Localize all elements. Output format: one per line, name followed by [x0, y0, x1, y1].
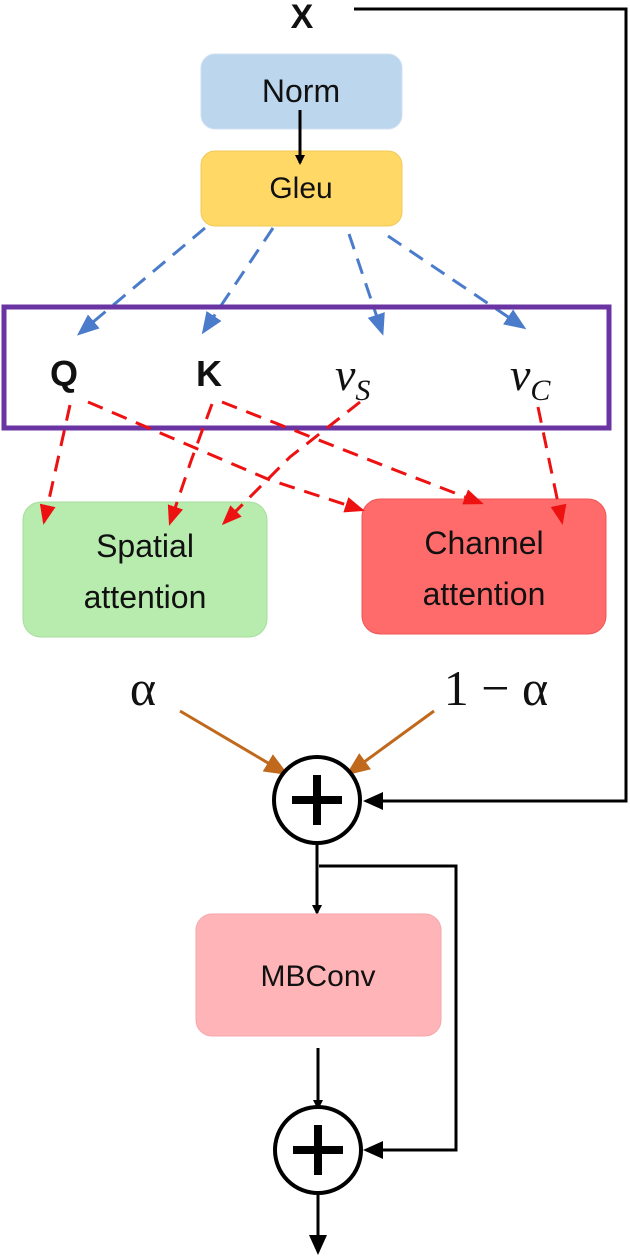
- arrow-vs-to-spatial: [221, 400, 361, 526]
- gelu-label: Gleu: [269, 172, 332, 205]
- q-label: Q: [50, 353, 78, 394]
- vs-base: v: [335, 349, 356, 400]
- arrow-alpha-to-sum: [179, 709, 289, 776]
- red-dashed-arrows: [39, 400, 567, 526]
- spatial-attention-label-1: Spatial: [96, 528, 194, 564]
- norm-label: Norm: [262, 73, 340, 109]
- mbconv-box: [195, 913, 442, 1037]
- mbconv-label: MBConv: [260, 960, 375, 993]
- arrow-gelu-to-k: [201, 227, 275, 335]
- sum-node-1: [272, 755, 362, 845]
- residual-skip-line-2: [319, 864, 458, 1159]
- vc-label: vC: [510, 349, 551, 407]
- spatial-attention-box: [22, 501, 268, 638]
- blue-dashed-arrows: [76, 226, 527, 336]
- k-label: K: [196, 353, 222, 394]
- channel-attention-box: [361, 498, 607, 635]
- sum-node-2: [273, 1105, 363, 1195]
- qkv-box: [1, 304, 612, 431]
- vc-base: v: [510, 349, 531, 400]
- vc-subscript: C: [530, 374, 551, 407]
- channel-attention-label-2: attention: [423, 576, 546, 612]
- arrow-one-minus-alpha-to-sum: [345, 709, 435, 776]
- residual-skip-line-1: [354, 7, 628, 810]
- vs-label: vS: [335, 349, 370, 407]
- arrow-k-to-spatial: [167, 403, 214, 526]
- arrow-q-to-channel: [87, 400, 365, 513]
- arrow-gelu-to-q: [76, 226, 206, 336]
- channel-attention-label-1: Channel: [424, 525, 543, 561]
- spatial-attention-label-2: attention: [84, 579, 207, 615]
- input-label-x: X: [291, 0, 314, 36]
- arrow-k-to-channel: [221, 400, 484, 505]
- arrow-vc-to-channel: [536, 406, 567, 525]
- arrow-q-to-spatial: [39, 404, 72, 525]
- alpha-label: α: [130, 660, 156, 716]
- arrow-gelu-to-vs: [347, 233, 385, 336]
- vs-subscript: S: [355, 374, 370, 407]
- arrow-gelu-to-vc: [387, 234, 527, 330]
- one-minus-alpha-label: 1 − α: [444, 660, 548, 716]
